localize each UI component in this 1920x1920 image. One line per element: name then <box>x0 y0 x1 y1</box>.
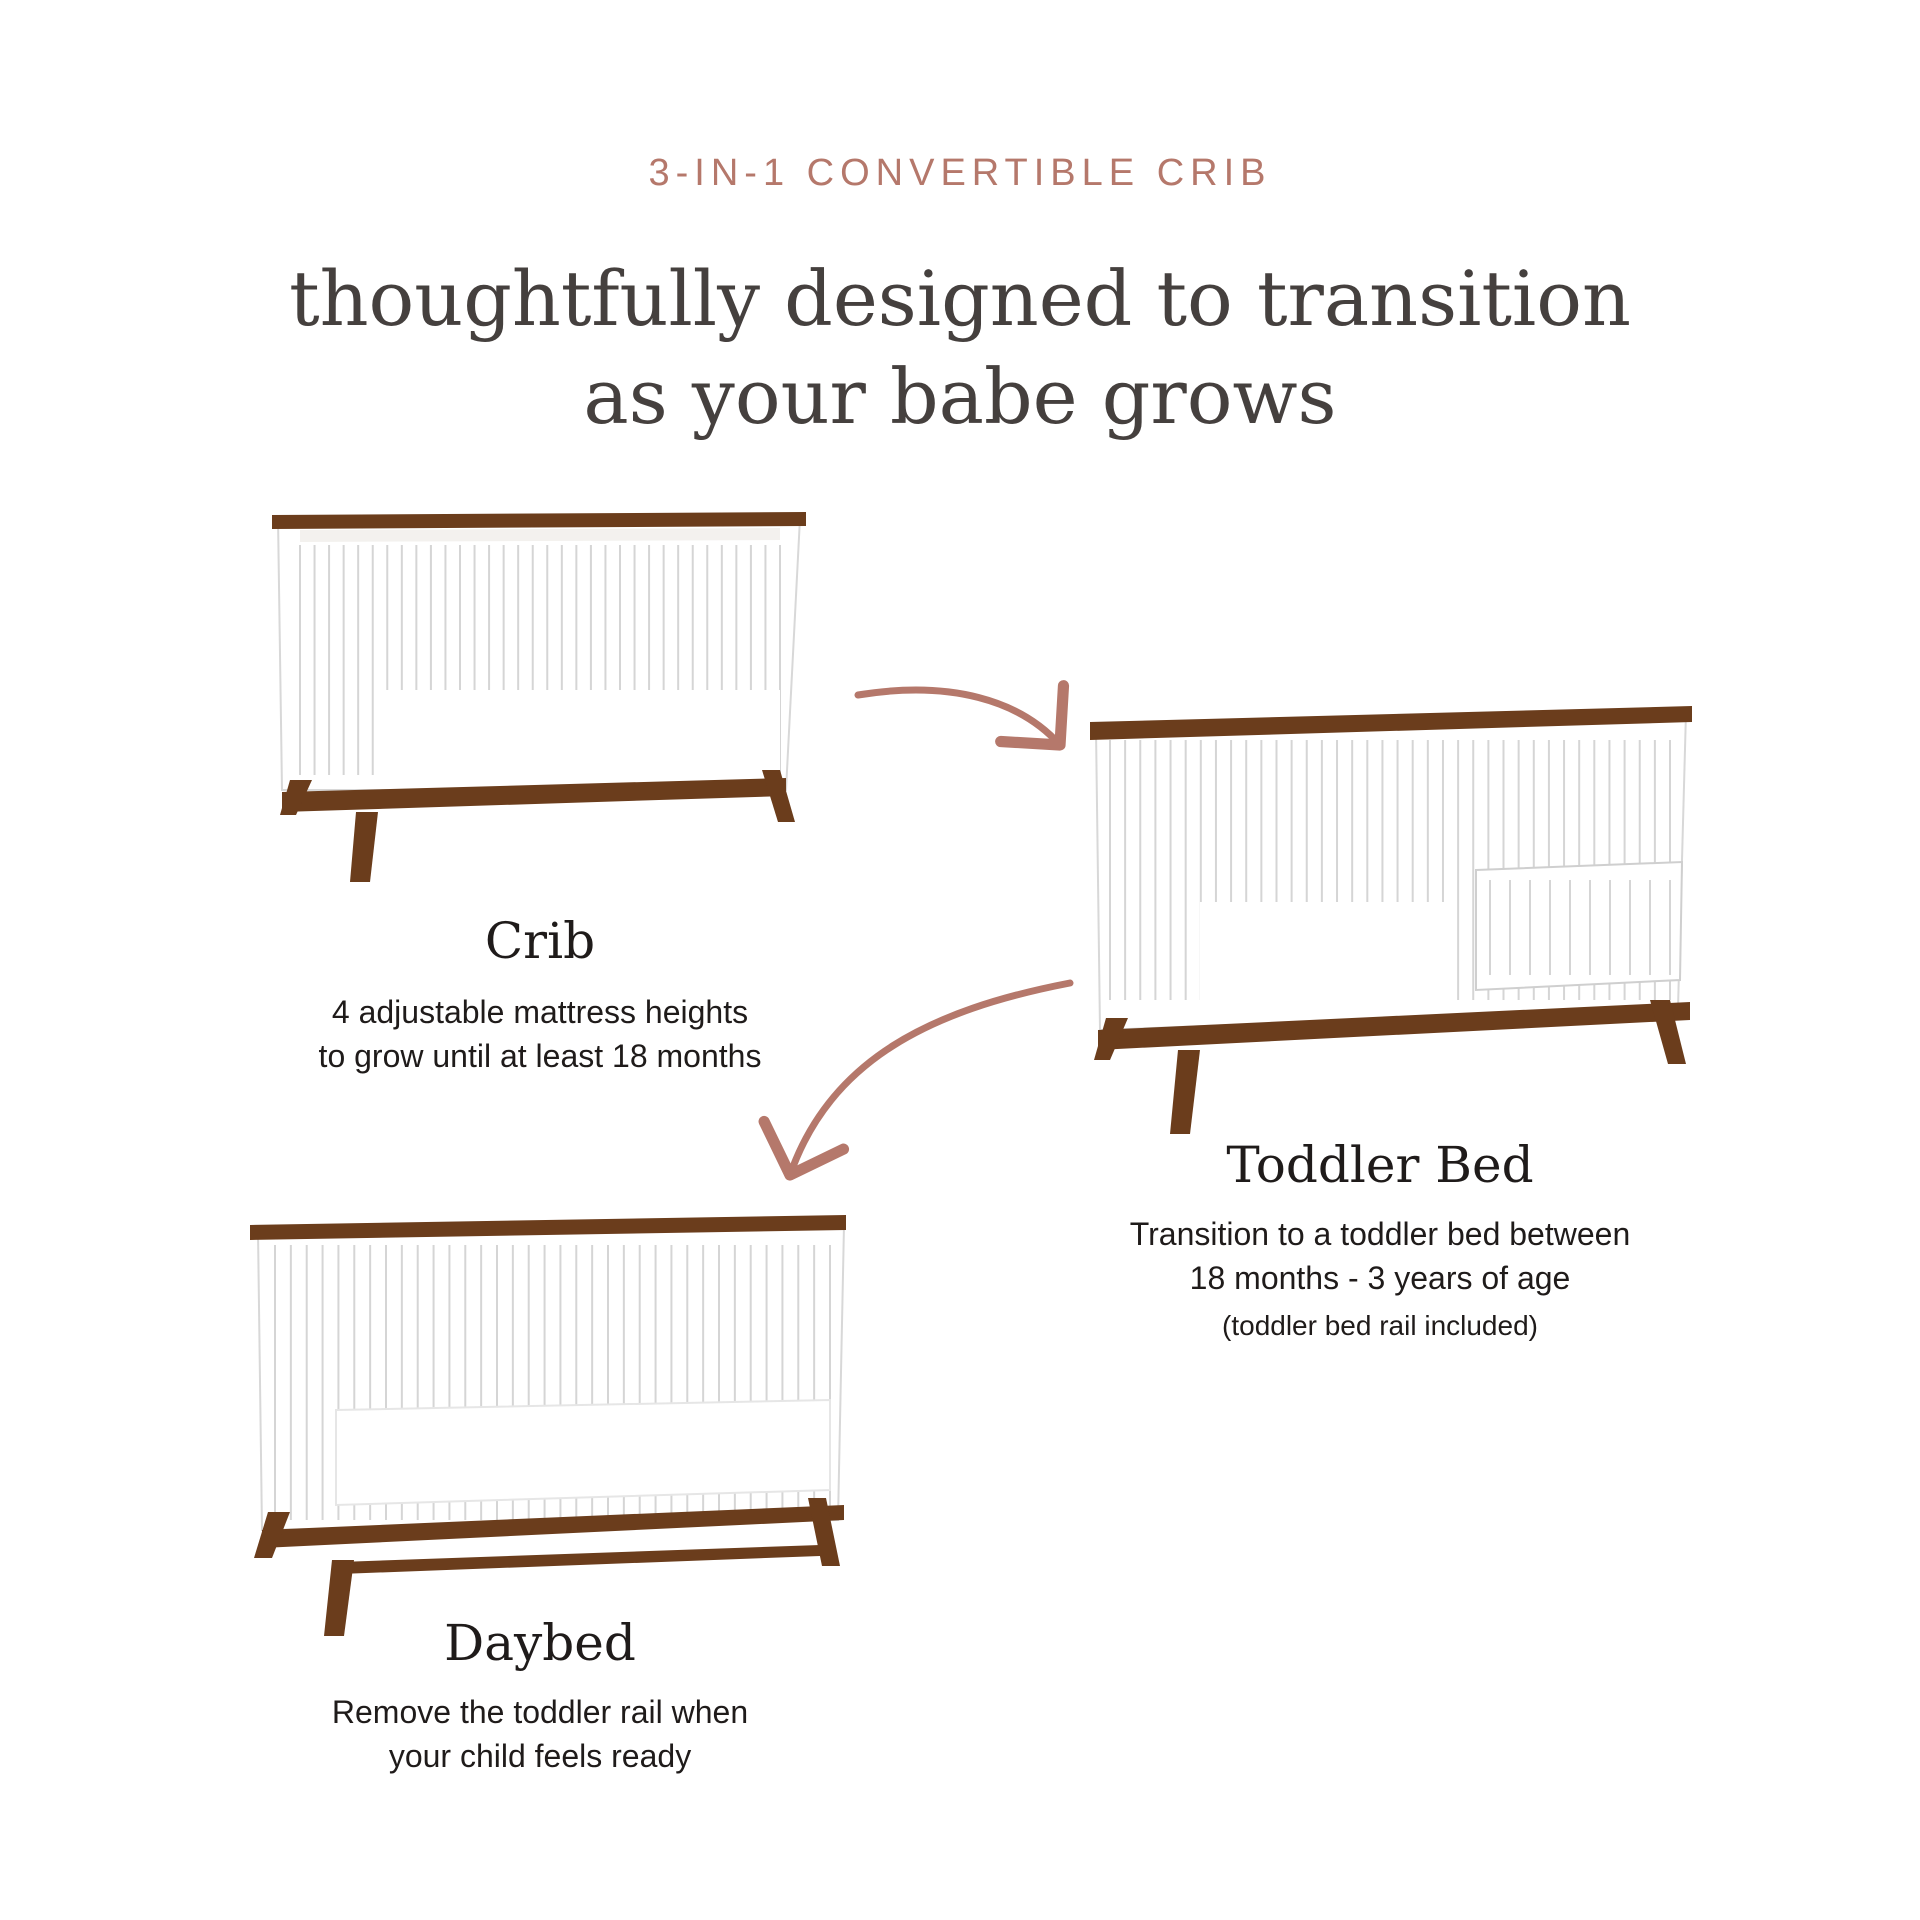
crib-illustration <box>272 512 806 882</box>
toddler-bed-description-line-1: Transition to a toddler bed between <box>1129 1216 1631 1252</box>
headline: thoughtfully designed to transition as y… <box>0 250 1920 446</box>
toddler-bed-note: (toddler bed rail included) <box>1222 1310 1538 1341</box>
eyebrow-label: 3-IN-1 CONVERTIBLE CRIB <box>648 152 1272 194</box>
crib-description-line-2: to grow until at least 18 months <box>318 1038 762 1074</box>
crib-description-line-1: 4 adjustable mattress heights <box>331 994 749 1030</box>
daybed-description-line-2: your child feels ready <box>388 1738 692 1774</box>
arrow-toddler-to-daybed-icon <box>758 979 1074 1181</box>
toddler-bed-description: Transition to a toddler bed between 18 m… <box>1060 1212 1700 1300</box>
daybed-description-line-1: Remove the toddler rail when <box>331 1694 749 1730</box>
crib-title: Crib <box>484 912 596 970</box>
daybed-illustration <box>250 1215 846 1636</box>
crib-description: 4 adjustable mattress heights to grow un… <box>240 990 840 1078</box>
toddler-bed-description-line-2: 18 months - 3 years of age <box>1189 1260 1571 1296</box>
daybed-description: Remove the toddler rail when your child … <box>240 1690 840 1778</box>
daybed-title: Daybed <box>444 1614 636 1672</box>
arrow-crib-to-toddler-icon <box>854 680 1070 751</box>
toddler-bed-illustration <box>1090 706 1692 1134</box>
headline-line-1: thoughtfully designed to transition <box>289 254 1631 343</box>
toddler-bed-title: Toddler Bed <box>1226 1136 1534 1194</box>
headline-line-2: as your babe grows <box>583 352 1337 441</box>
